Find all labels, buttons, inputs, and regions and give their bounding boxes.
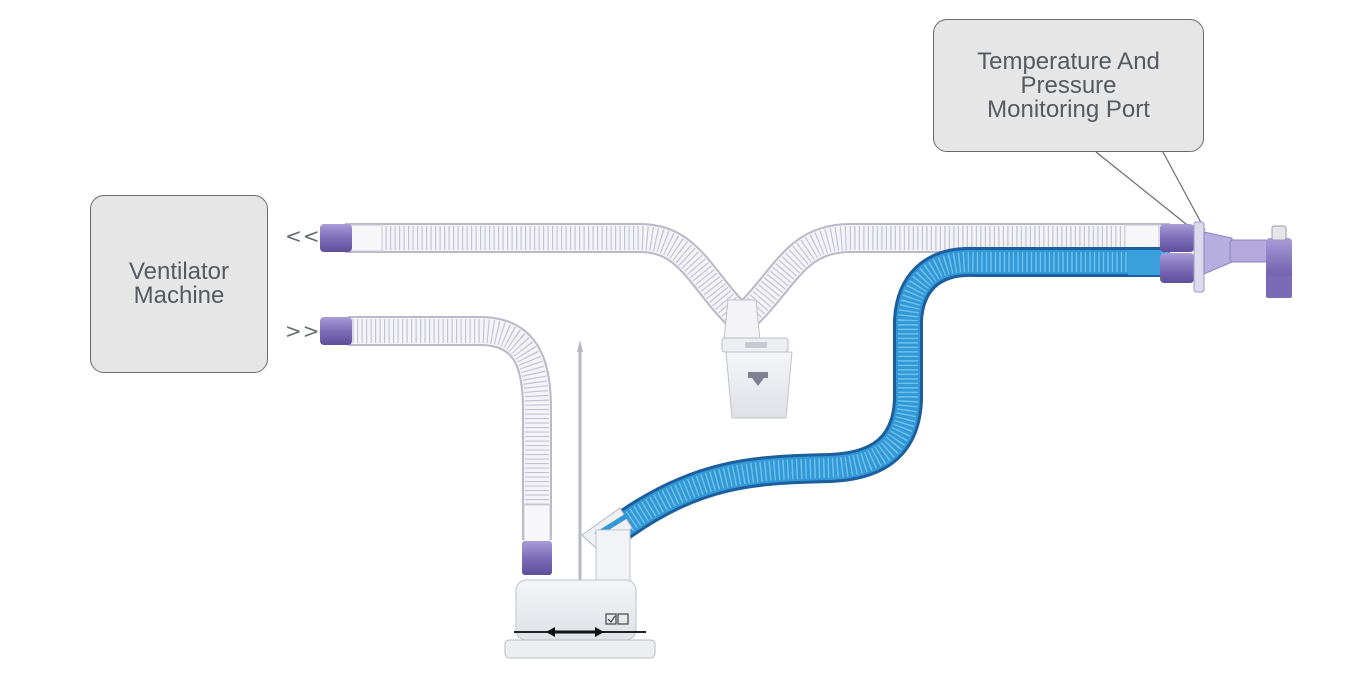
- water-trap: [721, 299, 793, 419]
- humidifier-inlet-connector: [522, 541, 552, 575]
- inspiratory-connector: [320, 317, 352, 345]
- temperature-pressure-port-label: Temperature And Pressure Monitoring Port: [933, 19, 1204, 152]
- ventilator-machine-label: Ventilator Machine: [90, 195, 268, 373]
- expiratory-connector: [320, 224, 352, 252]
- humidifier-chamber: [504, 340, 656, 659]
- inspiratory-flow-arrow: >>: [285, 319, 321, 343]
- heated-inspiratory-tube: [611, 246, 1170, 541]
- inspiratory-tube: [348, 316, 552, 546]
- expiratory-flow-arrow: <<: [285, 224, 321, 248]
- patient-wye-connectors: [1160, 221, 1269, 293]
- monitoring-port: [1266, 225, 1292, 298]
- callout-leader-line-1: [1095, 151, 1197, 233]
- callout-leader-line-2: [1162, 151, 1206, 231]
